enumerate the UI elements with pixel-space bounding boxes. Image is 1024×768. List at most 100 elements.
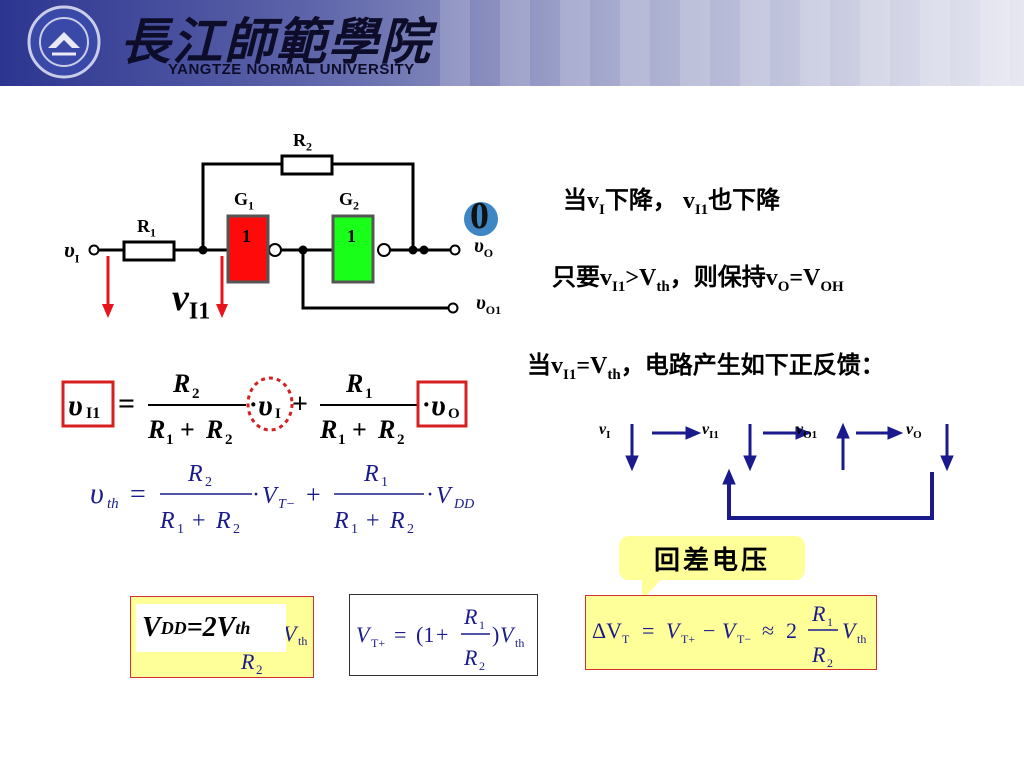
hold-condition-text: 只要vI1>Vth，则保持vO=VOH	[552, 265, 844, 295]
svg-text:V: V	[722, 618, 738, 643]
svg-text:2: 2	[205, 475, 212, 490]
svg-text:R: R	[215, 508, 231, 534]
svg-text:R: R	[377, 415, 395, 444]
svg-text:·: ·	[249, 390, 258, 419]
svg-text:=: =	[118, 387, 135, 420]
hysteresis-formula-box: ΔV T = V T+ − V T− ≈ 2 R 1 R 2 V th	[585, 595, 877, 670]
svg-text:T: T	[622, 632, 630, 646]
header-banner: 長江師範學院 YANGTZE NORMAL UNIVERSITY	[0, 0, 1024, 86]
university-name-cn: 長江師範學院	[120, 12, 432, 71]
svg-text:R: R	[463, 604, 478, 629]
svg-text:1: 1	[177, 522, 184, 537]
svg-text:R: R	[172, 369, 190, 398]
svg-text:R: R	[333, 508, 349, 534]
output-zero-value: 0	[470, 195, 489, 237]
vt-plus-formula-box: V T+ = (1 + R 1 R 2 ) V th	[349, 594, 538, 676]
vi-terminal-label: υI	[64, 237, 80, 266]
svg-text:I: I	[275, 406, 281, 422]
svg-text:2: 2	[233, 522, 240, 537]
svg-text:1: 1	[338, 432, 346, 448]
svg-text:R: R	[147, 415, 165, 444]
svg-text:R: R	[363, 461, 379, 487]
svg-text:T−: T−	[737, 632, 751, 646]
svg-text:R: R	[463, 645, 478, 670]
svg-text:1: 1	[827, 615, 833, 629]
svg-text:R: R	[345, 369, 363, 398]
svg-text:th: th	[298, 634, 307, 648]
svg-text:2: 2	[786, 618, 797, 643]
svg-text:R: R	[240, 649, 255, 674]
svg-text:+: +	[180, 415, 195, 444]
svg-text:R: R	[811, 601, 826, 626]
svg-text:V: V	[666, 618, 682, 643]
vo1-terminal-label: υO1	[476, 292, 502, 317]
svg-text:+: +	[292, 389, 308, 420]
svg-text:1: 1	[351, 522, 358, 537]
chain-vi-label: vI	[599, 421, 611, 442]
chain-vo-label: vO	[906, 421, 922, 442]
svg-text:1: 1	[381, 475, 388, 490]
feedback-condition-text: 当vI1=Vth，电路产生如下正反馈：	[527, 353, 885, 383]
svg-text:V: V	[500, 622, 516, 647]
svg-text:υ: υ	[90, 477, 104, 510]
svg-text:th: th	[515, 636, 524, 650]
svg-text:ΔV: ΔV	[592, 618, 622, 643]
svg-text:2: 2	[827, 656, 833, 670]
svg-text:+: +	[436, 622, 448, 647]
svg-text:=: =	[130, 479, 146, 510]
svg-text:υ: υ	[431, 389, 446, 422]
university-logo-icon	[27, 5, 101, 79]
svg-text:≈: ≈	[762, 618, 774, 643]
svg-text:1: 1	[166, 432, 174, 448]
feedback-chain-diagram	[625, 422, 954, 520]
svg-text:V: V	[262, 483, 279, 509]
svg-text:th: th	[107, 496, 119, 512]
chain-vo1-label: vO1	[796, 421, 818, 442]
g1-gate-value: 1	[242, 226, 251, 246]
hysteresis-voltage-callout: 回差电压	[619, 536, 805, 580]
svg-text:1: 1	[365, 386, 373, 402]
svg-text:): )	[492, 622, 499, 647]
svg-text:2: 2	[407, 522, 414, 537]
svg-text:V: V	[842, 618, 858, 643]
svg-text:·: ·	[422, 390, 431, 419]
svg-text:V: V	[356, 622, 372, 647]
svg-text:R: R	[159, 508, 175, 534]
falling-input-text: 当vI下降， vI1也下降	[563, 188, 781, 218]
svg-text:·: ·	[252, 482, 260, 508]
vi1-node-label: vI1	[172, 277, 211, 325]
vi1-divider-formula: υ I1 = R 2 R 1 + R 2 · υ I + R 1 R 1 + R…	[61, 369, 468, 448]
svg-text:R: R	[187, 461, 203, 487]
svg-text:2: 2	[479, 659, 485, 673]
svg-text:V: V	[436, 483, 453, 509]
svg-text:T+: T+	[681, 632, 695, 646]
g1-label: G1	[234, 189, 255, 213]
svg-text:R: R	[205, 415, 223, 444]
svg-text:th: th	[857, 632, 866, 646]
header-stripes	[420, 0, 1024, 86]
svg-text:V: V	[283, 621, 299, 646]
svg-text:−: −	[703, 618, 715, 643]
g2-label: G2	[339, 189, 360, 213]
svg-text:2: 2	[192, 386, 200, 402]
svg-text:+: +	[192, 508, 206, 534]
svg-text:(1: (1	[416, 622, 434, 647]
svg-text:R: R	[389, 508, 405, 534]
svg-text:=: =	[642, 618, 654, 643]
svg-text:R: R	[319, 415, 337, 444]
svg-text:2: 2	[225, 432, 233, 448]
svg-text:·: ·	[426, 482, 434, 508]
svg-text:T−: T−	[278, 497, 295, 512]
svg-text:υ: υ	[258, 389, 273, 422]
svg-text:2: 2	[256, 662, 263, 677]
chain-vi1-label: vI1	[702, 421, 719, 442]
r1-label: R1	[137, 216, 156, 240]
threshold-formula: υ th = R 2 R 1 + R 2 · V T− + R 1 R 1 + …	[90, 461, 474, 537]
svg-text:O: O	[448, 406, 460, 422]
g2-gate-value: 1	[347, 226, 356, 246]
svg-text:+: +	[366, 508, 380, 534]
svg-text:T+: T+	[371, 636, 385, 650]
svg-text:+: +	[306, 480, 321, 509]
